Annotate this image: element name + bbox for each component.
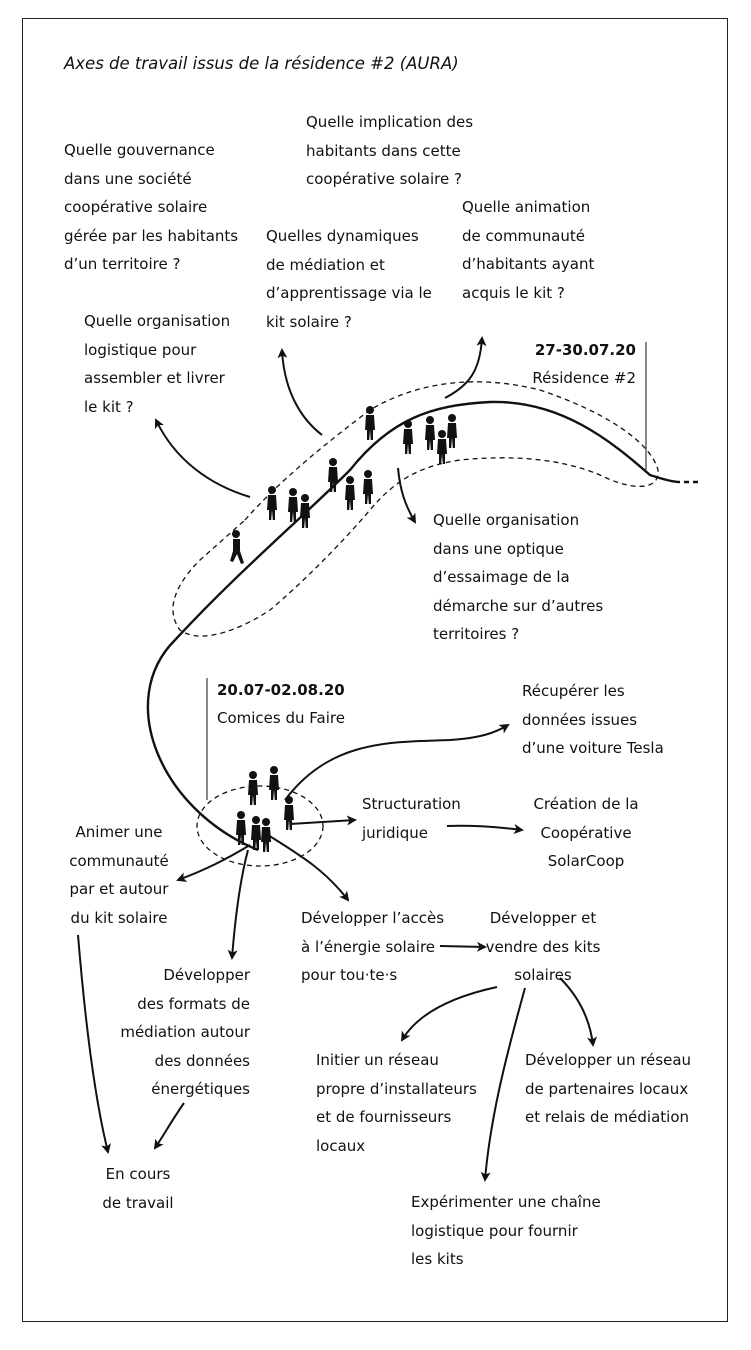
arrow-to-animation: [444, 336, 487, 399]
question-logistique: Quelle organisation logistique pour asse…: [84, 312, 231, 416]
axis-reseau-partenaires: Développer un réseau de partenaires loca…: [525, 1051, 692, 1126]
question-animation: Quelle animation de communauté d’habitan…: [462, 198, 595, 302]
arrow-to-essaimage: [397, 467, 417, 524]
axis-chaine-logistique: Expérimenter une chaîne logistique pour …: [411, 1193, 601, 1268]
journey-path: [146, 400, 681, 852]
axis-animer: Animer une communauté par et autour du k…: [69, 823, 169, 927]
residence-date: 27-30.07.20: [534, 341, 636, 359]
arrow-to-creation: [446, 824, 524, 834]
arrow-formats-to-encours: [153, 1102, 185, 1150]
comices-date: 20.07-02.08.20: [217, 681, 345, 699]
question-gouvernance: Quelle gouvernance dans une société coop…: [64, 141, 239, 273]
comices-name: Comices du Faire: [217, 709, 345, 727]
axis-tesla: Récupérer les données issues d’une voitu…: [522, 682, 664, 757]
residence-name: Résidence #2: [532, 369, 636, 387]
arrow-to-structuration: [289, 815, 357, 826]
arrow-to-logistique: [154, 418, 251, 498]
arrow-to-tesla: [284, 723, 510, 801]
comices-ellipse: [196, 785, 324, 867]
arrow-kits-to-installateurs: [400, 986, 498, 1042]
diagram-frame: [22, 18, 728, 1322]
diagram-title: Axes de travail issus de la résidence #2…: [64, 54, 459, 73]
axis-kits: Développer et vendre des kits solaires: [485, 909, 601, 984]
arrow-to-formats: [227, 849, 249, 960]
question-dynamiques: Quelles dynamiques de médiation et d’app…: [266, 227, 432, 331]
axis-acces: Développer l’accès à l’énergie solaire p…: [301, 909, 445, 984]
arrow-kits-to-chaine: [480, 987, 526, 1182]
arrow-to-animer: [176, 844, 251, 882]
axis-creation: Création de la Coopérative SolarCoop: [533, 795, 639, 870]
question-implication: Quelle implication des habitants dans ce…: [306, 113, 474, 188]
people-silhouettes-comices: [236, 766, 294, 852]
residence-envelope: [172, 381, 659, 637]
arrow-kits-to-partenaires: [559, 977, 598, 1047]
axis-reseau-installateurs: Initier un réseau propre d’installateurs…: [316, 1051, 477, 1155]
question-essaimage: Quelle organisation dans une optique d’e…: [433, 511, 604, 643]
axis-en-cours: En cours de travail: [102, 1165, 174, 1212]
arrow-animer-to-encours: [77, 934, 111, 1154]
arrow-to-acces: [267, 834, 350, 902]
arrow-acces-to-kits: [439, 941, 487, 952]
axis-structuration: Structuration juridique: [362, 795, 461, 842]
axis-formats: Développer des formats de médiation auto…: [120, 966, 250, 1098]
arrow-to-dynamiques: [277, 348, 323, 436]
